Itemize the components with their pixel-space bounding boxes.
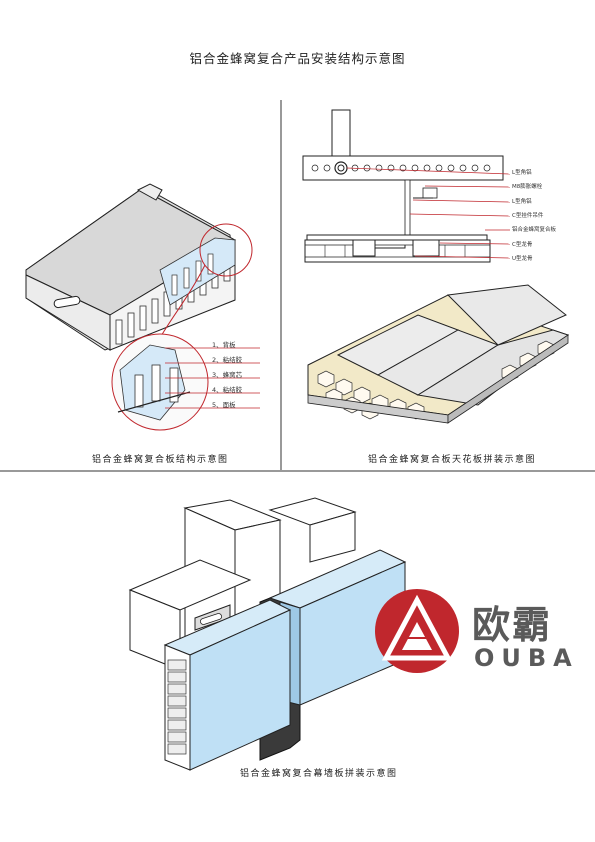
ceiling-label-angle-2: L型角铝 <box>512 199 532 205</box>
brand-name-cn: 欧霸 <box>472 603 553 647</box>
ceiling-label-u-keel: U型龙骨 <box>512 256 533 262</box>
ceiling-label-hanger: C型挂件吊件 <box>512 213 544 219</box>
page-title: 铝合金蜂窝复合产品安装结构示意图 <box>189 51 406 66</box>
ceiling-label-angle-1: L型角铝 <box>512 170 532 176</box>
curtain-wall-diagram <box>128 497 407 771</box>
ceiling-label-panel: 铝合金蜂窝复合板 <box>512 227 557 233</box>
layer-label-back-panel: 1、背板 <box>212 341 236 349</box>
layer-label-face-panel: 5、面板 <box>212 401 236 409</box>
layer-label-honeycomb-core: 3、蜂窝芯 <box>212 371 243 379</box>
structure-diagram <box>25 183 253 431</box>
structure-leaders <box>165 347 260 409</box>
ceiling-label-c-keel: C型龙骨 <box>512 242 533 248</box>
ceiling-label-bolt: M8膨胀螺栓 <box>512 184 543 190</box>
ceiling-caption: 铝合金蜂窝复合板天花板拼装示意图 <box>368 455 537 465</box>
curtain-wall-caption: 铝合金蜂窝复合幕墙板拼装示意图 <box>240 769 398 779</box>
ceiling-panel-diagram <box>307 284 570 424</box>
brand-logo-icon <box>375 589 459 673</box>
layer-label-adhesive-1: 2、粘结胶 <box>212 356 243 364</box>
brand-name-en: OUBA <box>474 644 579 672</box>
ceiling-section-diagram <box>302 109 511 263</box>
layer-label-adhesive-2: 4、粘结胶 <box>212 386 243 394</box>
structure-caption: 铝合金蜂窝复合板结构示意图 <box>92 455 229 465</box>
